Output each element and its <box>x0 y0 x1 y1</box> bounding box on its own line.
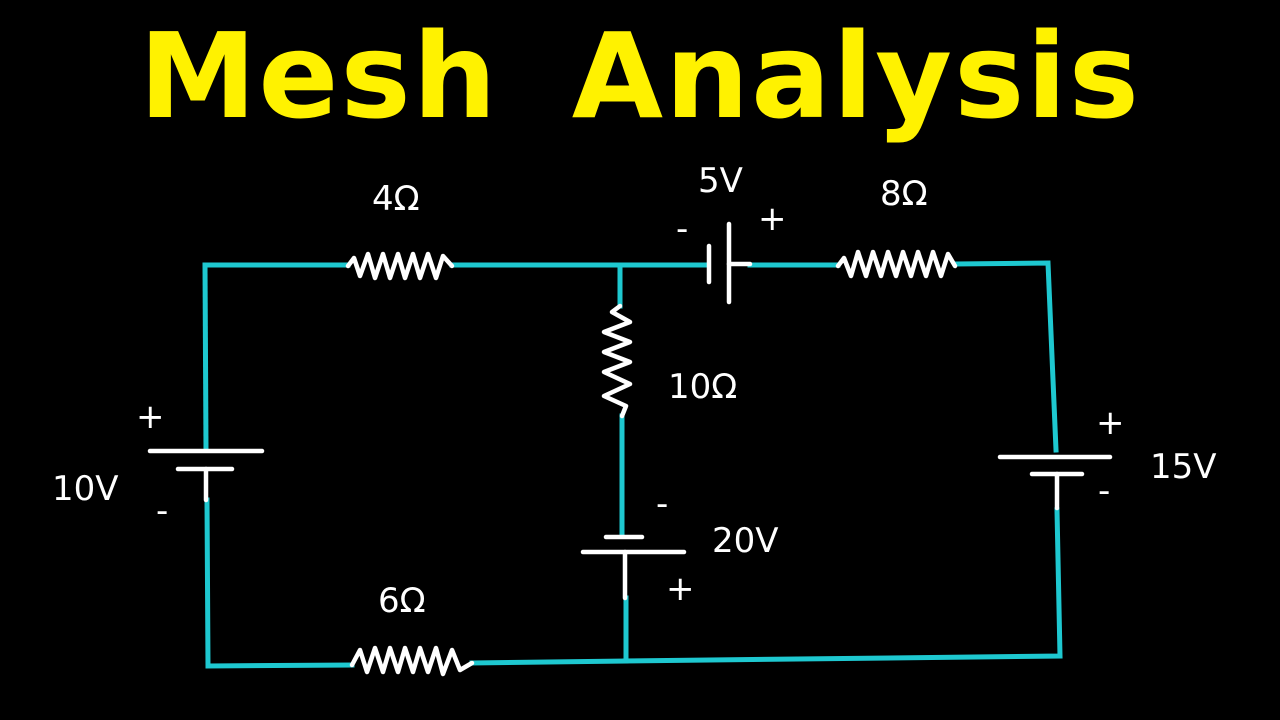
voltage-source-15v-plus: + <box>1096 403 1125 443</box>
voltage-source-15v-minus: - <box>1098 471 1110 511</box>
resistor-8ohm-label: 8Ω <box>880 174 928 214</box>
resistor-10ohm-label: 10Ω <box>668 367 737 407</box>
voltage-source-5v-plus: + <box>758 199 787 239</box>
voltage-source-5v-label: 5V <box>698 161 743 201</box>
wire-left-lower <box>204 497 355 669</box>
voltage-source-20v-plus: + <box>666 569 695 609</box>
resistor-6ohm-label: 6Ω <box>378 581 426 621</box>
resistor-8ohm: 8Ω <box>835 174 958 279</box>
wire-bottom-middle <box>469 658 628 666</box>
page-title: Mesh Analysis <box>138 7 1142 145</box>
voltage-source-10v-minus: - <box>156 491 168 531</box>
voltage-source-10v-label: 10V <box>52 469 119 509</box>
voltage-source-15v: + - 15V <box>997 403 1217 511</box>
voltage-source-10v-plus: + <box>136 397 165 437</box>
voltage-source-20v: - + 20V <box>580 484 779 609</box>
voltage-source-20v-minus: - <box>656 484 668 524</box>
voltage-source-5v: - + 5V <box>676 161 787 305</box>
wire-left-upper <box>202 262 209 453</box>
wires <box>202 260 1063 669</box>
resistor-4ohm: 4Ω <box>345 179 455 281</box>
resistor-4ohm-label: 4Ω <box>372 179 420 219</box>
resistor-6ohm: 6Ω <box>349 581 475 677</box>
wire-right-bottom <box>622 507 1063 664</box>
voltage-source-5v-minus: - <box>676 209 688 249</box>
voltage-source-20v-label: 20V <box>712 521 779 561</box>
resistor-10ohm: 10Ω <box>601 303 737 419</box>
voltage-source-10v: + - 10V <box>52 397 265 531</box>
wire-top-right <box>952 260 1059 453</box>
voltage-source-15v-label: 15V <box>1150 447 1217 487</box>
